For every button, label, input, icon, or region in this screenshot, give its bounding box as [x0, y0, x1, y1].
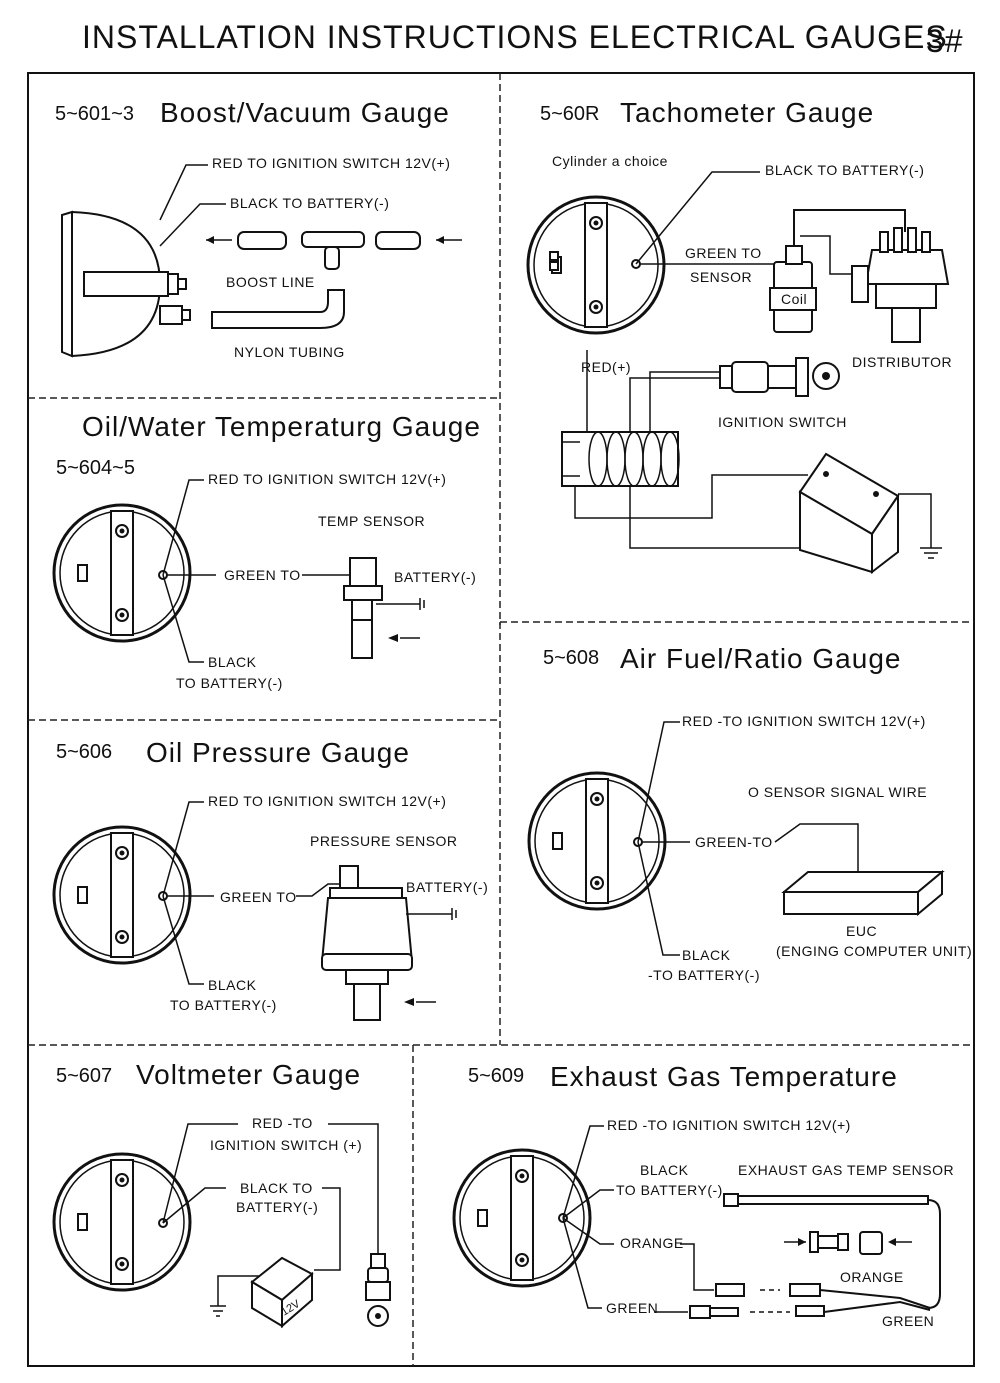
volt-black-label-2: BATTERY(-) — [236, 1199, 318, 1215]
temp-green-label: GREEN TO — [224, 567, 301, 583]
boost-fittings-icon — [206, 231, 462, 270]
boost-red-label: RED TO IGNITION SWITCH 12V(+) — [212, 155, 450, 171]
boost-code: 5~601~3 — [55, 103, 134, 125]
tach-red-label: RED(+) — [581, 359, 631, 375]
volt-ignition-switch-icon — [365, 1253, 391, 1327]
afr-black-label-1: BLACK — [682, 947, 731, 963]
egt-black-label-1: BLACK — [640, 1162, 689, 1178]
egt-fitting-icon — [784, 1231, 912, 1255]
afr-gauge-icon — [527, 771, 667, 911]
tach-gauge-section: 5~60R Tachometer Gauge Cylinder a choice… — [526, 97, 952, 575]
egt-orange-label-1: ORANGE — [620, 1235, 684, 1251]
egt-black-label-2: TO BATTERY(-) — [616, 1182, 723, 1198]
oilp-battery-label: BATTERY(-) — [406, 879, 488, 895]
afr-euc-label: EUC — [846, 923, 877, 939]
volt-title: Voltmeter Gauge — [136, 1059, 361, 1090]
tach-code: 5~60R — [540, 103, 600, 125]
temp-gauge-icon — [52, 503, 192, 643]
egt-sensor-label: EXHAUST GAS TEMP SENSOR — [738, 1162, 954, 1178]
page-number: 3# — [926, 23, 964, 59]
volt-black-label-1: BLACK TO — [240, 1180, 313, 1196]
ignition-switch-icon — [719, 357, 840, 397]
afr-green-label: GREEN-TO — [695, 834, 773, 850]
boost-black-label: BLACK TO BATTERY(-) — [230, 195, 389, 211]
ground-symbol-icon — [920, 547, 942, 559]
coil-label: Coil — [781, 291, 807, 307]
oilp-title: Oil Pressure Gauge — [146, 737, 410, 768]
volt-red-label-1: RED -TO — [252, 1115, 313, 1131]
oilp-gauge-section: 5~606 Oil Pressure Gauge RED TO IGNITION… — [52, 737, 488, 1021]
tach-black-leader — [635, 171, 760, 265]
temp-battery-label: BATTERY(-) — [394, 569, 476, 585]
egt-red-label: RED -TO IGNITION SWITCH 12V(+) — [607, 1117, 851, 1133]
egt-orange-label-2: ORANGE — [840, 1269, 904, 1285]
afr-euc-desc: (ENGING COMPUTER UNIT) — [776, 943, 972, 959]
oilp-black-label-2: TO BATTERY(-) — [170, 997, 277, 1013]
afr-gauge-section: 5~608 Air Fuel/Ratio Gauge RED -TO IGNIT… — [527, 643, 972, 983]
egt-title: Exhaust Gas Temperature — [550, 1061, 898, 1092]
battery-icon — [798, 452, 900, 575]
oilp-code: 5~606 — [56, 741, 112, 763]
tach-gauge-icon — [526, 195, 666, 335]
page-title: INSTALLATION INSTRUCTIONS ELECTRICAL GAU… — [82, 19, 948, 55]
temp-black-label-2: TO BATTERY(-) — [176, 675, 283, 691]
tach-black-label: BLACK TO BATTERY(-) — [765, 162, 924, 178]
boost-black-leader — [159, 203, 226, 247]
egt-green-label-1: GREEN — [606, 1300, 658, 1316]
boost-gauge-section: 5~601~3 Boost/Vacuum Gauge RED TO IGNITI… — [55, 97, 462, 360]
temp-gauge-section: Oil/Water Temperaturg Gauge 5~604~5 RED … — [52, 411, 481, 691]
euc-unit-icon — [781, 869, 945, 917]
afr-signal-label: O SENSOR SIGNAL WIRE — [748, 784, 927, 800]
nylon-tubing-icon — [211, 289, 345, 329]
distributor-label: DISTRIBUTOR — [852, 354, 952, 370]
oilp-gauge-icon — [52, 825, 192, 965]
afr-red-label: RED -TO IGNITION SWITCH 12V(+) — [682, 713, 926, 729]
ignition-coil-icon — [769, 209, 906, 333]
egt-gauge-icon — [452, 1148, 592, 1288]
oilp-sensor-label: PRESSURE SENSOR — [310, 833, 458, 849]
oilp-red-label: RED TO IGNITION SWITCH 12V(+) — [208, 793, 446, 809]
temp-black-label-1: BLACK — [208, 654, 257, 670]
temp-title: Oil/Water Temperaturg Gauge — [82, 411, 481, 442]
egt-probe-icon — [723, 1193, 941, 1309]
temp-sensor-icon — [343, 557, 383, 659]
ignition-switch-label: IGNITION SWITCH — [718, 414, 847, 430]
oilp-green-label: GREEN TO — [220, 889, 297, 905]
tach-green-label-2: SENSOR — [690, 269, 752, 285]
boost-gauge-side-icon — [61, 210, 191, 358]
pressure-sensor-icon — [320, 865, 414, 1021]
egt-green-connector-icon — [709, 1307, 739, 1317]
temp-red-label: RED TO IGNITION SWITCH 12V(+) — [208, 471, 446, 487]
nylon-tubing-label: NYLON TUBING — [234, 344, 345, 360]
egt-green-label-2: GREEN — [882, 1313, 934, 1329]
volt-code: 5~607 — [56, 1065, 112, 1087]
oilp-black-label-1: BLACK — [208, 977, 257, 993]
volt-gauge-section: 5~607 Voltmeter Gauge RED -TO IGNITION S… — [52, 1059, 391, 1329]
tach-green-label-1: GREEN TO — [685, 245, 762, 261]
egt-orange-connector-icon — [715, 1283, 745, 1297]
wiring-harness-coil-icon — [561, 431, 680, 487]
afr-black-label-2: -TO BATTERY(-) — [648, 967, 760, 983]
egt-code: 5~609 — [468, 1065, 524, 1087]
afr-code: 5~608 — [543, 647, 599, 669]
boost-title: Boost/Vacuum Gauge — [160, 97, 450, 128]
egt-gauge-section: 5~609 Exhaust Gas Temperature RED -TO IG… — [452, 1061, 954, 1329]
boost-red-leader — [159, 164, 208, 221]
boost-line-label: BOOST LINE — [226, 274, 315, 290]
tach-title: Tachometer Gauge — [620, 97, 874, 128]
afr-title: Air Fuel/Ratio Gauge — [620, 643, 901, 674]
volt-battery-icon — [250, 1256, 314, 1329]
volt-gauge-icon — [52, 1152, 192, 1292]
distributor-icon — [851, 227, 950, 343]
temp-sensor-label: TEMP SENSOR — [318, 513, 425, 529]
tach-cylinder-label: Cylinder a choice — [552, 153, 668, 169]
temp-code: 5~604~5 — [56, 457, 135, 479]
volt-red-label-2: IGNITION SWITCH (+) — [210, 1137, 362, 1153]
